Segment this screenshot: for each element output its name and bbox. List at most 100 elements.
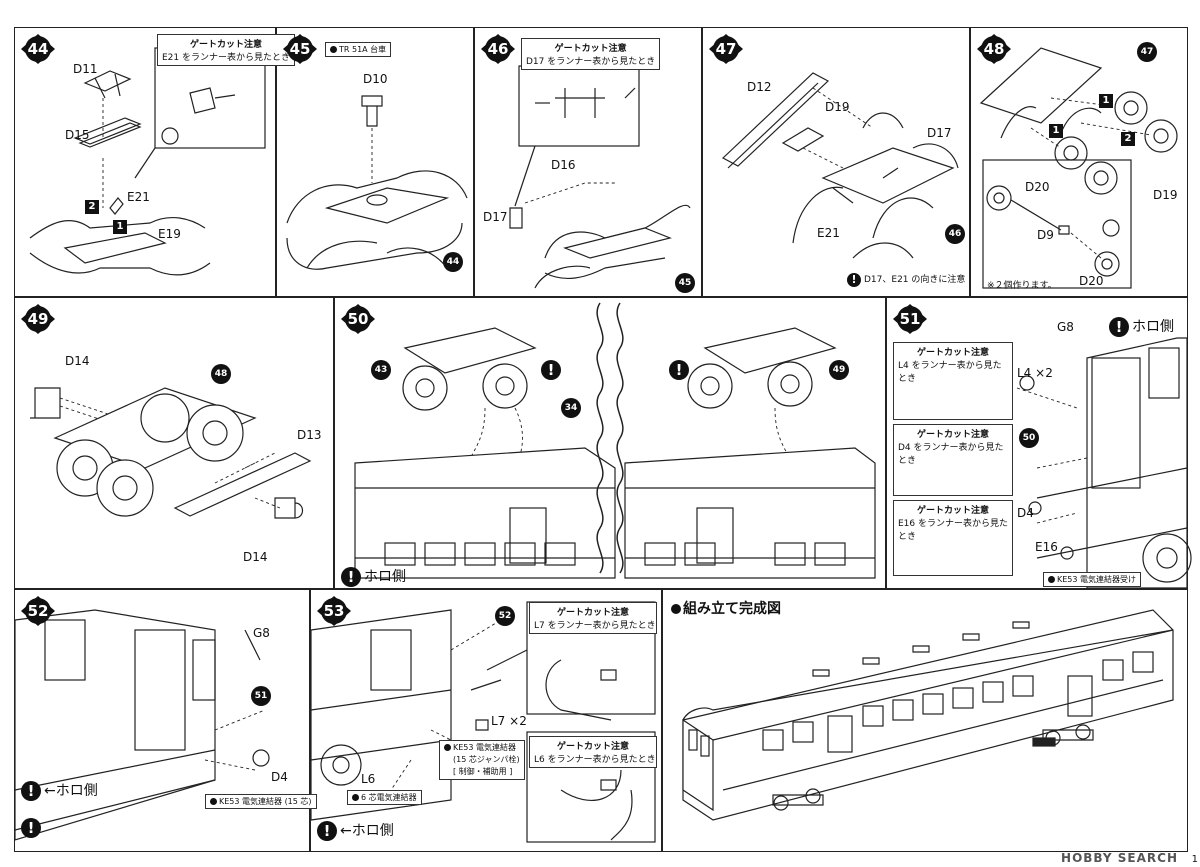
part-label-e21: E21 — [817, 226, 840, 240]
part-label-d17: D17 — [483, 210, 508, 224]
watermark: HOBBY SEARCH — [1061, 851, 1178, 865]
step-49-panel: 49 48 D14 D13 D14 — [14, 297, 334, 589]
bullet-icon — [671, 604, 681, 614]
part-label-d15: D15 — [65, 128, 90, 142]
six-pin-coupler-text: 6 芯電気連結器 — [361, 793, 417, 802]
step-reference-48: 48 — [211, 364, 231, 384]
gate-cut-note-text: L6 をランナー表から見たとき — [534, 755, 656, 765]
bullet-icon — [210, 798, 217, 805]
hood-side-label: !←ホロ側 — [317, 820, 394, 841]
make-two-note: ※２個作ります。 — [987, 281, 1057, 291]
part-label-d9: D9 — [1037, 228, 1054, 242]
step-51-panel: 51 G8 !ホロ側 L4 ×2 50 D4 E16 ゲートカット注意 L4 を… — [886, 297, 1192, 589]
coupler-text: KE53 電気連結器 (15 芯) — [219, 797, 312, 806]
final-assembly-panel: 組み立て完成図 — [662, 589, 1188, 852]
step-45-panel: 45 TR 51A 台車 D10 44 — [276, 27, 474, 297]
bogie-type-text: TR 51A 台車 — [339, 45, 387, 54]
part-label-d11: D11 — [73, 62, 98, 76]
hood-side-text: ホロ側 — [1132, 319, 1174, 335]
order-square: 2 — [1121, 132, 1135, 146]
step-47-drawing — [721, 72, 959, 259]
page-number: 1 — [1191, 854, 1198, 865]
part-label-d20: D20 — [1079, 274, 1104, 288]
step-45-drawing — [286, 95, 468, 270]
warning-icon: ! — [1109, 317, 1129, 337]
warning-icon: ! — [21, 781, 41, 801]
gate-cut-note-title: ゲートカット注意 — [554, 44, 627, 54]
step-number-badge: 51 — [893, 304, 927, 334]
part-label-g8: G8 — [1057, 320, 1074, 334]
six-pin-coupler-tag: 6 芯電気連結器 — [347, 790, 422, 805]
gate-cut-note: ゲートカット注意 E16 をランナー表から見たとき — [893, 500, 1013, 576]
step-50-drawing — [354, 302, 876, 579]
jumper-coupler-text: KE53 電気連結器 — [453, 743, 517, 752]
step-reference-49: 49 — [829, 360, 849, 380]
gate-cut-note-title: ゲートカット注意 — [190, 40, 263, 50]
step-number-badge: 52 — [21, 596, 55, 626]
gate-cut-note-text: D4 をランナー表から見たとき — [898, 443, 1004, 466]
part-label-d12: D12 — [747, 80, 772, 94]
step-47-panel: 47 D12 D19 D17 E21 46 !D17、E21 の向きに注意 — [702, 27, 970, 297]
hood-side-text: ホロ側 — [364, 569, 406, 585]
gate-cut-note: ゲートカット注意 L4 をランナー表から見たとき — [893, 342, 1013, 420]
part-label-g8: G8 — [253, 626, 270, 640]
step-number-badge: 53 — [317, 596, 351, 626]
bullet-icon — [444, 744, 451, 751]
step-reference-52: 52 — [495, 606, 515, 626]
jumper-coupler-spec: (15 芯ジャンパ栓) — [453, 755, 520, 764]
final-assembly-title: 組み立て完成図 — [671, 598, 781, 618]
part-label-d13: D13 — [297, 428, 322, 442]
step-reference-45: 45 — [675, 273, 695, 293]
part-label-d20: D20 — [1025, 180, 1050, 194]
step-44-panel: 44 D11 D15 E21 E19 2 1 ゲートカット注意 E21 をランナ… — [14, 27, 296, 297]
part-label-d16: D16 — [551, 158, 576, 172]
gate-cut-note-text: E21 をランナー表から見たとき — [162, 53, 291, 63]
step-number-badge: 44 — [21, 34, 55, 64]
part-label-d4: D4 — [1017, 506, 1034, 520]
gate-cut-note-title: ゲートカット注意 — [916, 348, 989, 358]
step-reference-44: 44 — [443, 252, 463, 272]
step-48-panel: 48 47 1 1 2 D19 D20 D9 D20 ※２個作ります。 — [970, 27, 1188, 297]
bogie-type-tag: TR 51A 台車 — [325, 42, 392, 57]
part-label-d19: D19 — [825, 100, 850, 114]
gate-cut-note: ゲートカット注意 D17 をランナー表から見たとき — [521, 38, 661, 70]
step-number-badge: 49 — [21, 304, 55, 334]
gate-cut-note: ゲートカット注意 E21 をランナー表から見たとき — [157, 34, 296, 66]
part-label-l6: L6 — [361, 772, 376, 786]
part-label-d14: D14 — [65, 354, 90, 368]
step-reference-51: 51 — [251, 686, 271, 706]
part-label-e19: E19 — [158, 227, 181, 241]
order-square: 1 — [1049, 124, 1063, 138]
part-label-d19: D19 — [1153, 188, 1178, 202]
hood-side-text: ホロ側 — [55, 783, 98, 799]
gate-cut-note-title: ゲートカット注意 — [916, 506, 989, 516]
warning-icon: ! — [847, 272, 861, 287]
warning-icon: ! — [21, 818, 41, 838]
step-reference-50: 50 — [1019, 428, 1039, 448]
jumper-coupler-use: [ 制御・補助用 ] — [453, 767, 513, 776]
hood-side-label: !ホロ側 — [341, 566, 406, 587]
hood-side-label: !ホロ側 — [1109, 316, 1174, 337]
step-number-badge: 48 — [977, 34, 1011, 64]
step-reference-43: 43 — [371, 360, 391, 380]
step-number-badge: 47 — [709, 34, 743, 64]
step-53-panel: 53 52 ゲートカット注意 L7 をランナー表から見たとき ゲートカット注意 … — [310, 589, 662, 852]
step-53-drawing — [310, 601, 656, 843]
gate-cut-note-text: D17 をランナー表から見たとき — [526, 57, 656, 67]
part-label-d4: D4 — [271, 770, 288, 784]
gate-cut-note-text: E16 をランナー表から見たとき — [898, 519, 1009, 542]
jumper-coupler-tag: KE53 電気連結器 (15 芯ジャンパ栓) [ 制御・補助用 ] — [439, 740, 525, 780]
coupler-receiver-tag: KE53 電気連結器受け — [1043, 572, 1142, 587]
gate-cut-note-text: L4 をランナー表から見たとき — [898, 361, 1002, 384]
part-label-e16: E16 — [1035, 540, 1058, 554]
step-49-drawing — [30, 387, 312, 519]
step-number-badge: 45 — [283, 34, 317, 64]
gate-cut-note: ゲートカット注意 D4 をランナー表から見たとき — [893, 424, 1013, 496]
warning-icon: ! — [341, 567, 361, 587]
part-label-d14: D14 — [243, 550, 268, 564]
coupler-tag: KE53 電気連結器 (15 芯) — [205, 794, 317, 809]
order-square: 1 — [113, 220, 127, 234]
orientation-warning: !D17、E21 の向きに注意 — [847, 272, 965, 287]
hood-side-text: ホロ側 — [351, 823, 394, 839]
part-label-d17: D17 — [927, 126, 952, 140]
